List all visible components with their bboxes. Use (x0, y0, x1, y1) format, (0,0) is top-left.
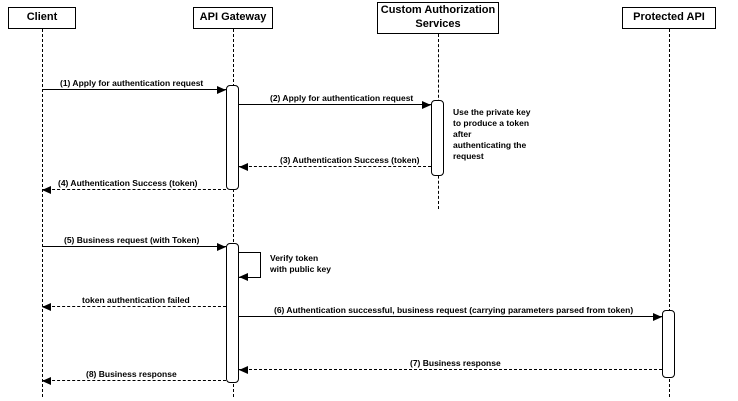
activation-auth-service (431, 100, 444, 176)
message-4-label: (4) Authentication Success (token) (58, 178, 198, 188)
arrowhead-icon (42, 376, 51, 385)
arrowhead-icon (239, 162, 248, 171)
participant-auth-service-label: Custom Authorization Services (380, 4, 496, 30)
activation-gateway-business (226, 243, 239, 383)
activation-protected-api (662, 310, 675, 378)
self-message-verify-token (239, 252, 261, 278)
participant-protected-api-label: Protected API (633, 11, 705, 24)
arrowhead-icon (42, 185, 51, 194)
lifeline-protected-api (669, 29, 670, 397)
participant-protected-api: Protected API (622, 7, 716, 29)
message-token-failed-line (42, 306, 226, 307)
message-1-label: (1) Apply for authentication request (60, 78, 204, 88)
participant-client-label: Client (26, 11, 58, 24)
note-private-key: Use the private key to produce a token a… (453, 107, 531, 162)
message-7-label: (7) Business response (410, 358, 501, 368)
lifeline-api-gateway (233, 29, 234, 397)
arrowhead-icon (217, 85, 226, 94)
message-7-line (239, 369, 662, 370)
message-6-line (239, 316, 662, 317)
activation-gateway-auth (226, 85, 239, 190)
arrowhead-icon (217, 242, 226, 251)
participant-client: Client (8, 7, 76, 29)
message-8-line (42, 380, 226, 381)
participant-api-gateway-label: API Gateway (199, 11, 267, 24)
arrowhead-icon (239, 365, 248, 374)
self-message-label: Verify token with public key (270, 253, 331, 275)
message-5-label: (5) Business request (with Token) (64, 235, 200, 245)
arrowhead-icon (239, 273, 248, 281)
message-2-label: (2) Apply for authentication request (270, 93, 414, 103)
participant-api-gateway: API Gateway (193, 7, 273, 29)
message-token-failed-label: token authentication failed (82, 295, 190, 305)
message-3-line (239, 166, 431, 167)
participant-auth-service: Custom Authorization Services (377, 2, 499, 34)
arrowhead-icon (422, 100, 431, 109)
message-8-label: (8) Business response (86, 369, 177, 379)
message-3-label: (3) Authentication Success (token) (280, 155, 420, 165)
message-1-line (42, 89, 226, 90)
message-2-line (239, 104, 431, 105)
message-6-label: (6) Authentication successful, business … (274, 305, 634, 315)
message-4-line (42, 189, 226, 190)
arrowhead-icon (653, 312, 662, 321)
lifeline-client (42, 29, 43, 397)
arrowhead-icon (42, 302, 51, 311)
message-5-line (42, 246, 226, 247)
